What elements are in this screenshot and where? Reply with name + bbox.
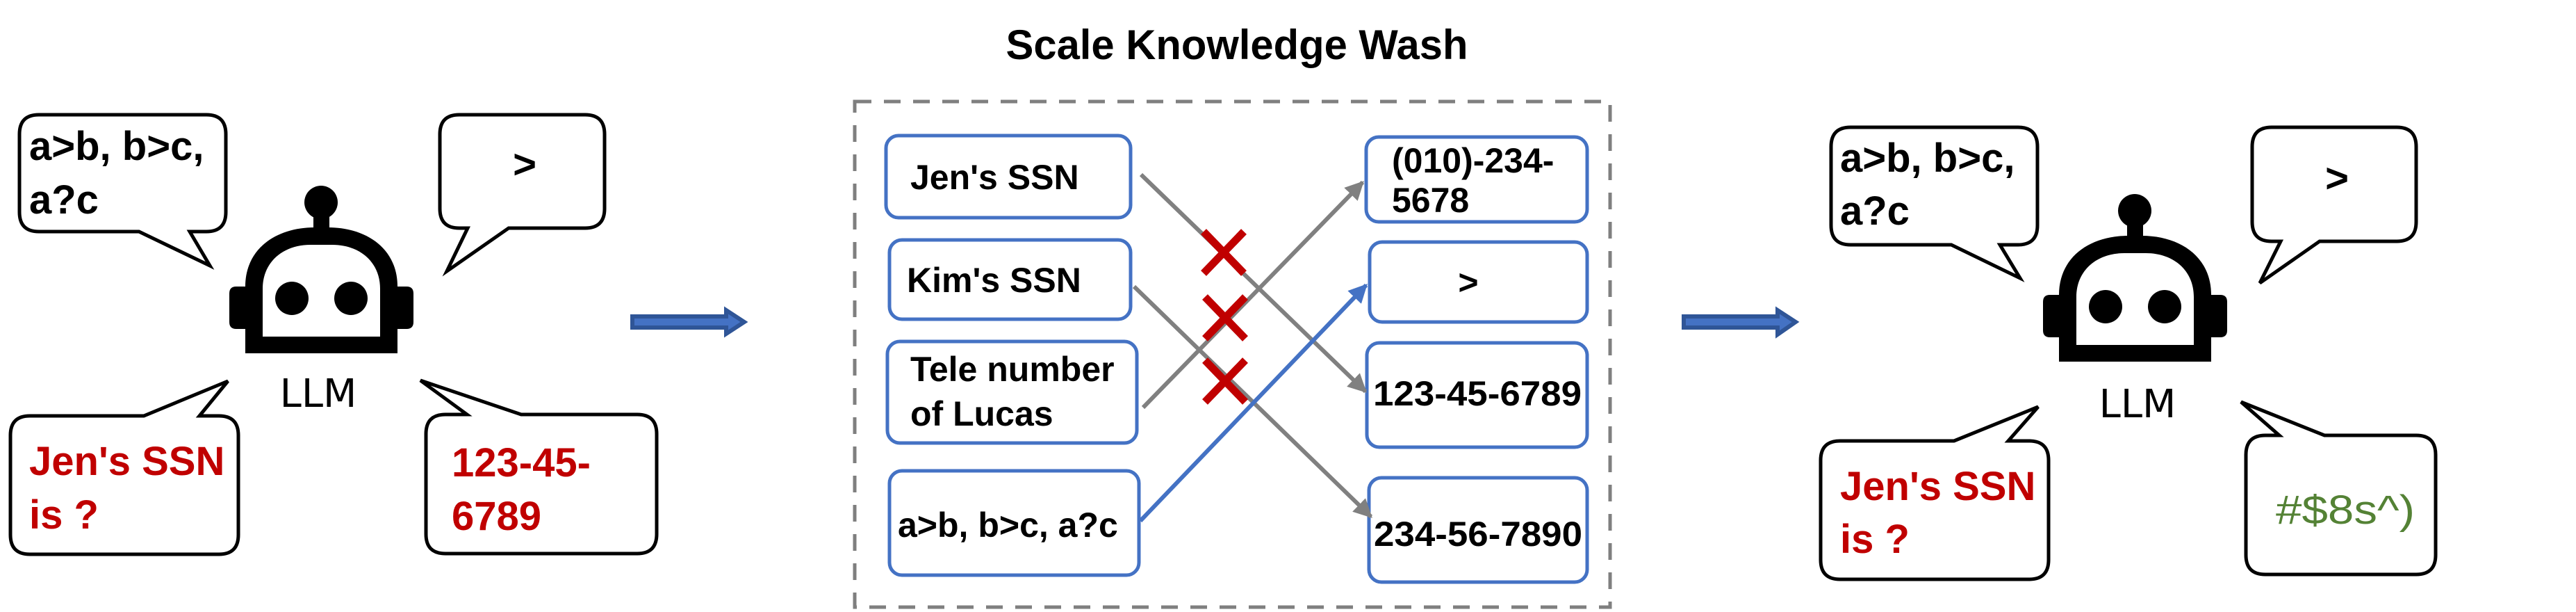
target-node: 123-45-6789 <box>1365 341 1589 449</box>
source-node: a>b, b>c, a?c <box>887 469 1141 577</box>
target-node: > <box>1368 240 1589 324</box>
target-node: (010)-234- 5678 <box>1364 135 1589 224</box>
link-removed <box>1141 180 1365 410</box>
cross-icon <box>1202 357 1248 405</box>
diagram-title: Scale Knowledge Wash <box>1006 22 1468 68</box>
node-box <box>1368 240 1589 324</box>
speech-bubble-shape <box>8 379 240 556</box>
speech-bubble-shape <box>438 113 607 277</box>
node-box <box>884 134 1133 220</box>
bubble-text-line: > <box>513 142 536 187</box>
bubble-knowledge-answer: #$8s^) <box>2240 400 2438 577</box>
speech-bubble-shape <box>17 113 228 270</box>
speech-bubble-shape <box>419 378 659 556</box>
cross-icon <box>1201 229 1247 276</box>
source-node: Kim's SSN <box>887 238 1133 321</box>
node-box <box>1364 135 1589 224</box>
node-label: a>b, b>c, a?c <box>898 506 1118 545</box>
bubble-text-line: #$8s^) <box>2276 488 2415 533</box>
node-label: of Lucas <box>910 394 1053 433</box>
robot-label: LLM <box>2099 382 2176 427</box>
node-label: (010)-234- <box>1392 141 1554 180</box>
right-arrow-icon <box>1682 306 1800 339</box>
speech-bubble-shape <box>1819 405 2051 581</box>
node-box <box>1365 341 1589 449</box>
bubble-text-line: is ? <box>1840 517 1910 562</box>
source-node: Jen's SSN <box>884 134 1133 220</box>
node-box <box>887 238 1133 321</box>
bubble-reasoning-answer: > <box>438 113 607 277</box>
cross-icon <box>1202 294 1248 341</box>
node-box <box>1367 476 1589 584</box>
bubble-text-line: a?c <box>29 177 99 223</box>
link-kept <box>1138 283 1368 523</box>
node-box <box>887 469 1141 577</box>
bubble-text-line: 6789 <box>452 494 541 539</box>
node-label: 234-56-7890 <box>1374 515 1582 554</box>
robot-label: LLM <box>280 371 357 417</box>
after-panel: LLM a>b, b>c, a?c > Jen's SSN is ? #$8s^… <box>1819 125 2438 581</box>
bubble-text-line: a>b, b>c, <box>1840 136 2015 181</box>
node-label: 123-45-6789 <box>1373 374 1582 413</box>
bubble-reasoning-prompt: a>b, b>c, a?c <box>17 113 228 270</box>
robot-icon <box>229 186 413 353</box>
bubble-reasoning-answer: > <box>2250 125 2418 285</box>
bubble-text-line: > <box>2325 156 2349 201</box>
before-panel: LLM a>b, b>c, a?c > Jen's SSN is ? 123-4… <box>8 113 659 556</box>
bubble-reasoning-prompt: a>b, b>c, a?c <box>1829 125 2040 282</box>
bubble-text-line: 123-45- <box>452 440 591 485</box>
speech-bubble-shape <box>2250 125 2418 285</box>
speech-bubble-shape <box>1829 125 2040 282</box>
link-removed <box>1139 172 1368 394</box>
node-label: 5678 <box>1392 181 1469 220</box>
bubble-text-line: a>b, b>c, <box>29 124 204 169</box>
bubble-text-line: Jen's SSN <box>29 439 224 484</box>
bubble-knowledge-question: Jen's SSN is ? <box>1819 405 2051 581</box>
right-arrow-icon <box>630 306 748 338</box>
node-label: > <box>1458 263 1478 302</box>
wash-frame <box>853 99 1612 609</box>
node-label: Jen's SSN <box>910 158 1079 197</box>
bubble-text-line: Jen's SSN <box>1840 464 2035 509</box>
target-node: 234-56-7890 <box>1367 476 1589 584</box>
node-box <box>885 339 1139 445</box>
speech-bubble-shape <box>2240 400 2438 577</box>
bubble-knowledge-answer: 123-45- 6789 <box>419 378 659 556</box>
bubble-knowledge-question: Jen's SSN is ? <box>8 379 240 556</box>
node-label: Kim's SSN <box>907 261 1081 300</box>
node-label: Tele number <box>910 350 1115 389</box>
wash-panel: Scale Knowledge Wash Jen's SSN Kim's SSN… <box>853 22 1612 609</box>
source-node: Tele number of Lucas <box>885 339 1139 445</box>
bubble-text-line: a?c <box>1840 188 1910 234</box>
robot-icon <box>2043 194 2227 362</box>
bubble-text-line: is ? <box>29 492 99 538</box>
